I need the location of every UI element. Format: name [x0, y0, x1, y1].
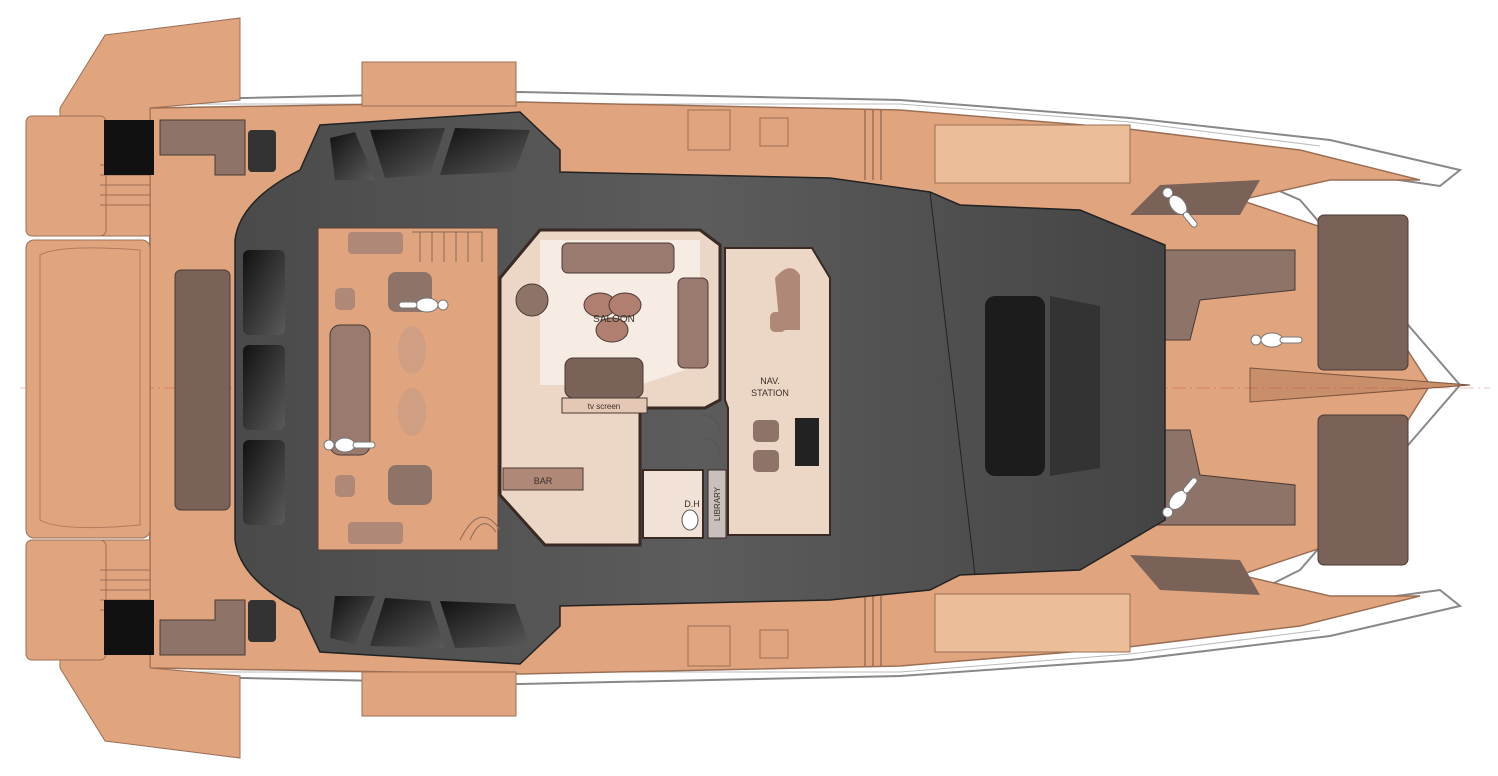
bowsprit [1249, 367, 1471, 403]
person-figure [1162, 477, 1198, 518]
side-pad-starboard [934, 593, 1131, 653]
label-saloon: SALOON [593, 314, 635, 325]
label-day-head: D.H [684, 499, 700, 509]
forward-chaise-bottom [1130, 555, 1260, 595]
forward-sunpad-top [1317, 214, 1409, 371]
person-figure [1250, 332, 1303, 348]
label-tv-screen: tv screen [588, 402, 620, 411]
person-figure [1162, 187, 1198, 228]
saloon-sofa-side [677, 277, 709, 369]
room-labels: SALOON tv screen NAV. STATION BAR D.H LI… [534, 314, 789, 521]
person-figure [323, 437, 376, 453]
saloon-armchair [564, 357, 644, 399]
forward-chaise-top [1130, 180, 1260, 215]
label-library: LIBRARY [713, 486, 722, 521]
dining-table [329, 324, 371, 456]
side-pad-port [934, 124, 1131, 184]
label-bar: BAR [534, 476, 553, 486]
forward-sunpad-bottom [1317, 414, 1409, 566]
interior [317, 227, 831, 551]
saloon-sofa-top [561, 242, 675, 274]
aft-platforms [25, 17, 517, 759]
label-nav-station: NAV. [760, 376, 780, 386]
coffee-table [583, 292, 642, 343]
label-nav-station-2: STATION [751, 388, 789, 398]
person-figures [323, 187, 1303, 518]
bar-counter [502, 467, 584, 491]
person-figure [398, 297, 449, 313]
